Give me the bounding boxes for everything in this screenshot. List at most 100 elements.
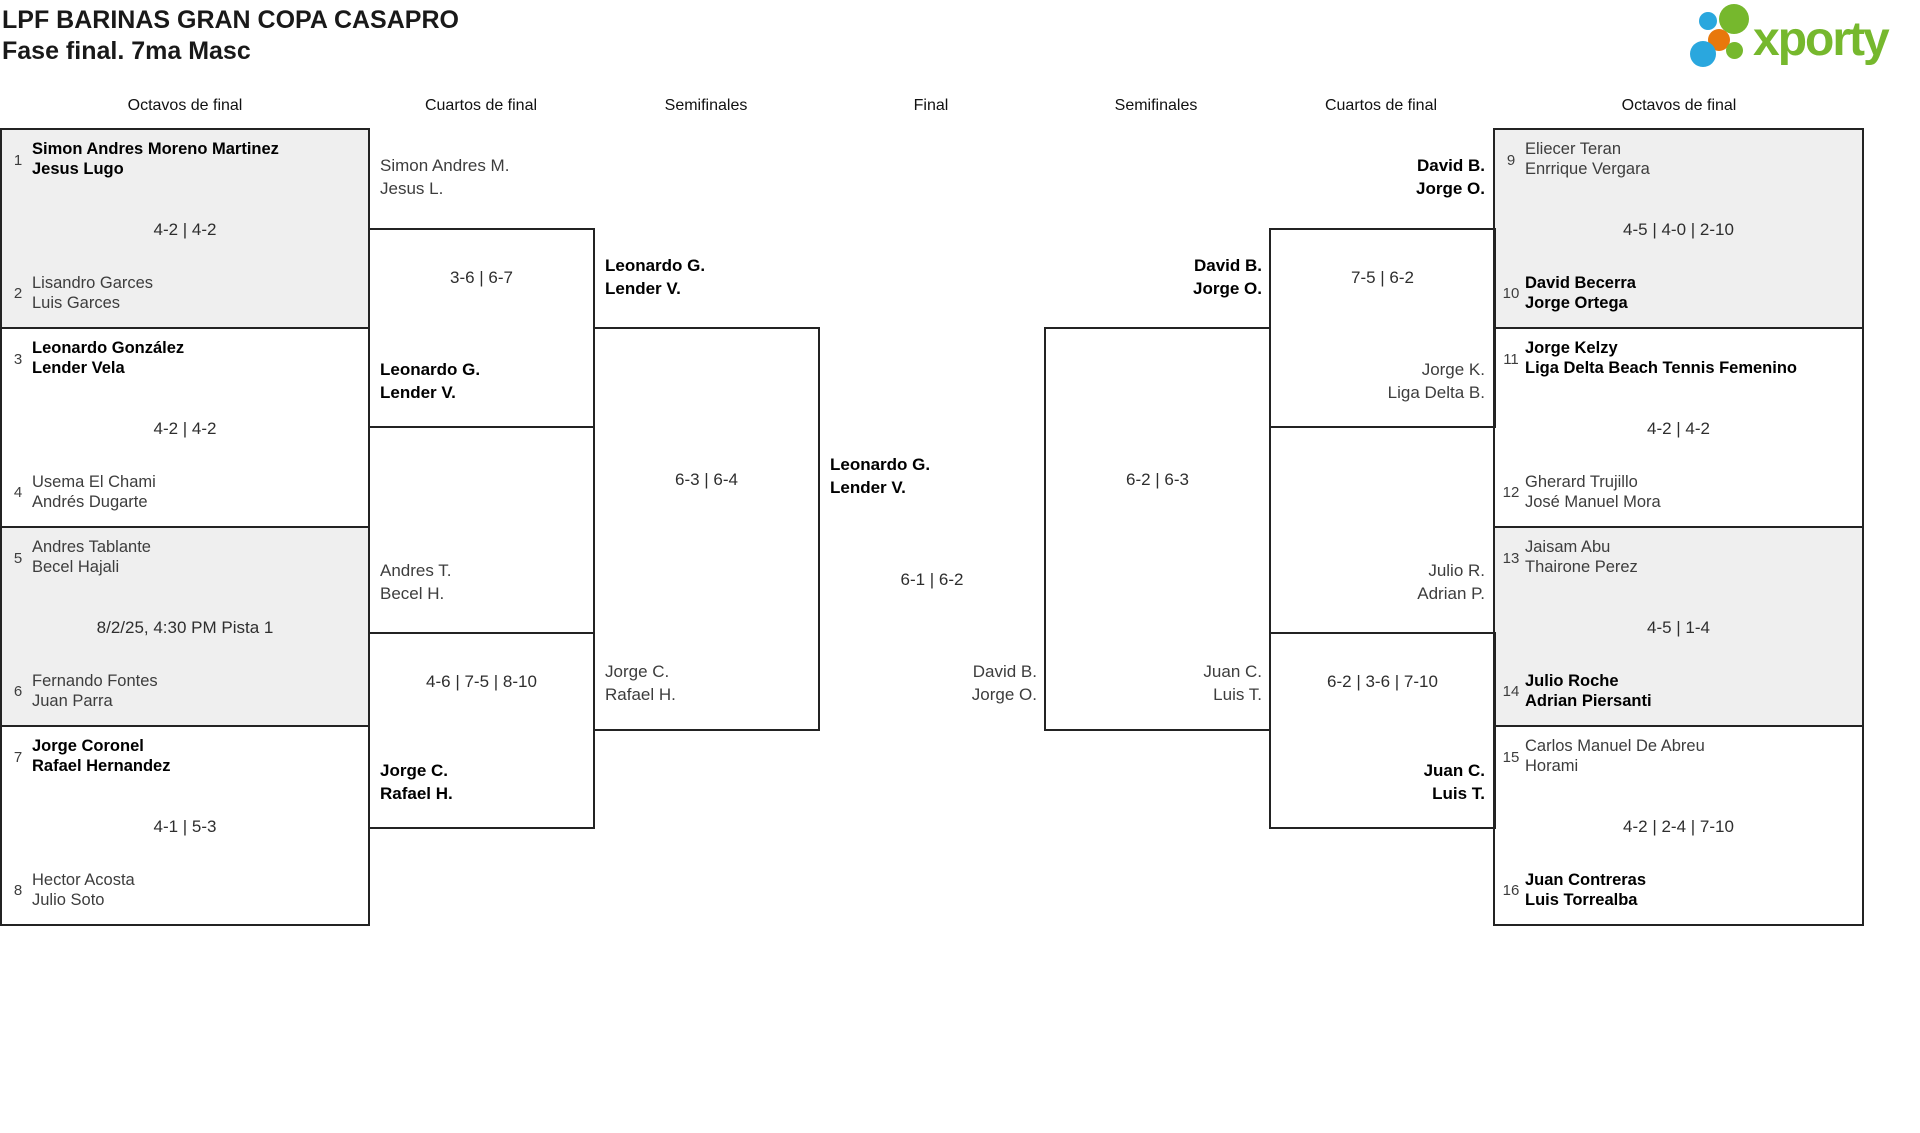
team-name: Lisandro Garces (32, 274, 154, 292)
match-score: 6-2 | 6-3 (1125, 470, 1189, 489)
team-name: Leonardo G. Lender V. (830, 455, 931, 497)
team-name: Adrian Piersanti (1525, 691, 1652, 710)
team-name: Jorge C. Rafael H. (380, 761, 453, 803)
team-name: Julio Roche (1525, 672, 1619, 690)
team-name: Juan C. Luis T. (1203, 662, 1262, 704)
round-header-r16-right: Octavos de final (1621, 97, 1737, 114)
seed-number: 1 (13, 152, 23, 169)
team-name: Andrés Dugarte (32, 492, 148, 511)
round-header-sf-right: Semifinales (1114, 97, 1198, 114)
team-name: Jorge K. Liga Delta B. (1387, 360, 1485, 402)
team-name: Rafael Hernandez (32, 756, 171, 775)
team-name: Juan Parra (32, 691, 113, 710)
seed-number: 10 (1502, 285, 1520, 302)
page-subtitle: Fase final. 7ma Masc (2, 37, 251, 65)
team-name: Becel Hajali (32, 557, 120, 576)
team-name: Hector Acosta (32, 871, 135, 889)
team-name: Jorge Ortega (1525, 293, 1628, 312)
round-header-r16-left: Octavos de final (127, 97, 243, 114)
team-name: José Manuel Mora (1525, 492, 1661, 511)
team-name: Liga Delta Beach Tennis Femenino (1525, 358, 1798, 377)
team-name: Usema El Chami (32, 473, 156, 491)
team-name: Simon Andres M. Jesus L. (380, 156, 510, 198)
team-name: David B. Jorge O. (971, 662, 1037, 704)
team-name: Carlos Manuel De Abreu (1525, 737, 1705, 755)
team-name: Thairone Perez (1525, 557, 1638, 576)
seed-number: 8 (13, 882, 23, 899)
team-name: Julio R. Adrian P. (1417, 561, 1485, 603)
team-name: Simon Andres Moreno Martinez (32, 140, 279, 158)
team-name: Julio Soto (32, 890, 105, 909)
match-score: 4-1 | 5-3 (153, 817, 217, 836)
match-score: 4-2 | 4-2 (153, 220, 217, 239)
logo-wordmark: xporty (1753, 13, 1890, 66)
team-name: David Becerra (1525, 274, 1636, 292)
match-score: 4-2 | 2-4 | 7-10 (1623, 817, 1734, 836)
team-name: Jorge Kelzy (1525, 339, 1618, 357)
seed-number: 7 (13, 749, 23, 766)
logo-dot-blue-small (1699, 12, 1717, 30)
match-schedule: 8/2/25, 4:30 PM Pista 1 (96, 618, 274, 637)
team-name: Andres T. Becel H. (380, 561, 452, 603)
round-header-sf-left: Semifinales (664, 97, 748, 114)
match-score: 4-5 | 4-0 | 2-10 (1623, 220, 1734, 239)
team-name: Juan C. Luis T. (1423, 761, 1485, 803)
seed-number: 11 (1503, 351, 1519, 368)
xporty-logo[interactable]: xporty (0, 0, 1920, 90)
sf-left-box (593, 327, 820, 731)
round-header-qf-right: Cuartos de final (1324, 97, 1438, 114)
team-name: Gherard Trujillo (1525, 473, 1638, 491)
match-score: 6-1 | 6-2 (900, 570, 964, 589)
team-name: Jorge Coronel (32, 737, 144, 755)
qf-right-2-box (1269, 632, 1496, 829)
team-name: Luis Garces (32, 293, 121, 312)
seed-number: 3 (13, 351, 23, 368)
seed-number: 6 (13, 683, 23, 700)
team-name: Fernando Fontes (32, 672, 158, 690)
sf-right-box (1044, 327, 1271, 731)
match-score: 4-2 | 4-2 (1646, 419, 1710, 438)
team-name: Juan Contreras (1525, 871, 1647, 889)
team-name: Jesus Lugo (32, 159, 124, 178)
team-name: Eliecer Teran (1525, 140, 1621, 158)
team-name: Jaisam Abu (1525, 538, 1611, 556)
seed-number: 13 (1502, 550, 1520, 567)
team-name: Jorge C. Rafael H. (605, 662, 676, 704)
match-score: 3-6 | 6-7 (449, 268, 513, 287)
qf-right-1-box (1269, 228, 1496, 428)
page-title: LPF BARINAS GRAN COPA CASAPRO (2, 6, 459, 34)
logo-dot-green-large (1719, 4, 1749, 34)
match-score: 6-2 | 3-6 | 7-10 (1327, 672, 1438, 691)
team-name: Leonardo González (32, 339, 185, 357)
seed-number: 16 (1502, 882, 1520, 899)
seed-number: 12 (1502, 484, 1520, 501)
match-score: 6-3 | 6-4 (674, 470, 738, 489)
team-name: David B. Jorge O. (1193, 256, 1262, 298)
team-name: David B. Jorge O. (1416, 156, 1485, 198)
team-name: Leonardo G. Lender V. (380, 360, 481, 402)
match-score: 4-2 | 4-2 (153, 419, 217, 438)
team-name: Enrrique Vergara (1525, 159, 1650, 178)
match-score: 4-6 | 7-5 | 8-10 (426, 672, 537, 691)
team-name: Leonardo G. Lender V. (605, 256, 706, 298)
round-header-final: Final (913, 97, 949, 114)
match-score: 4-5 | 1-4 (1646, 618, 1710, 637)
seed-number: 9 (1506, 152, 1516, 169)
logo-dot-blue-large (1690, 41, 1716, 67)
team-name: Lender Vela (32, 358, 125, 377)
seed-number: 14 (1502, 683, 1520, 700)
team-name: Andres Tablante (32, 538, 151, 556)
seed-number: 4 (13, 484, 23, 501)
match-score: 7-5 | 6-2 (1350, 268, 1414, 287)
team-name: Luis Torrealba (1525, 890, 1638, 909)
team-name: Horami (1525, 756, 1579, 775)
